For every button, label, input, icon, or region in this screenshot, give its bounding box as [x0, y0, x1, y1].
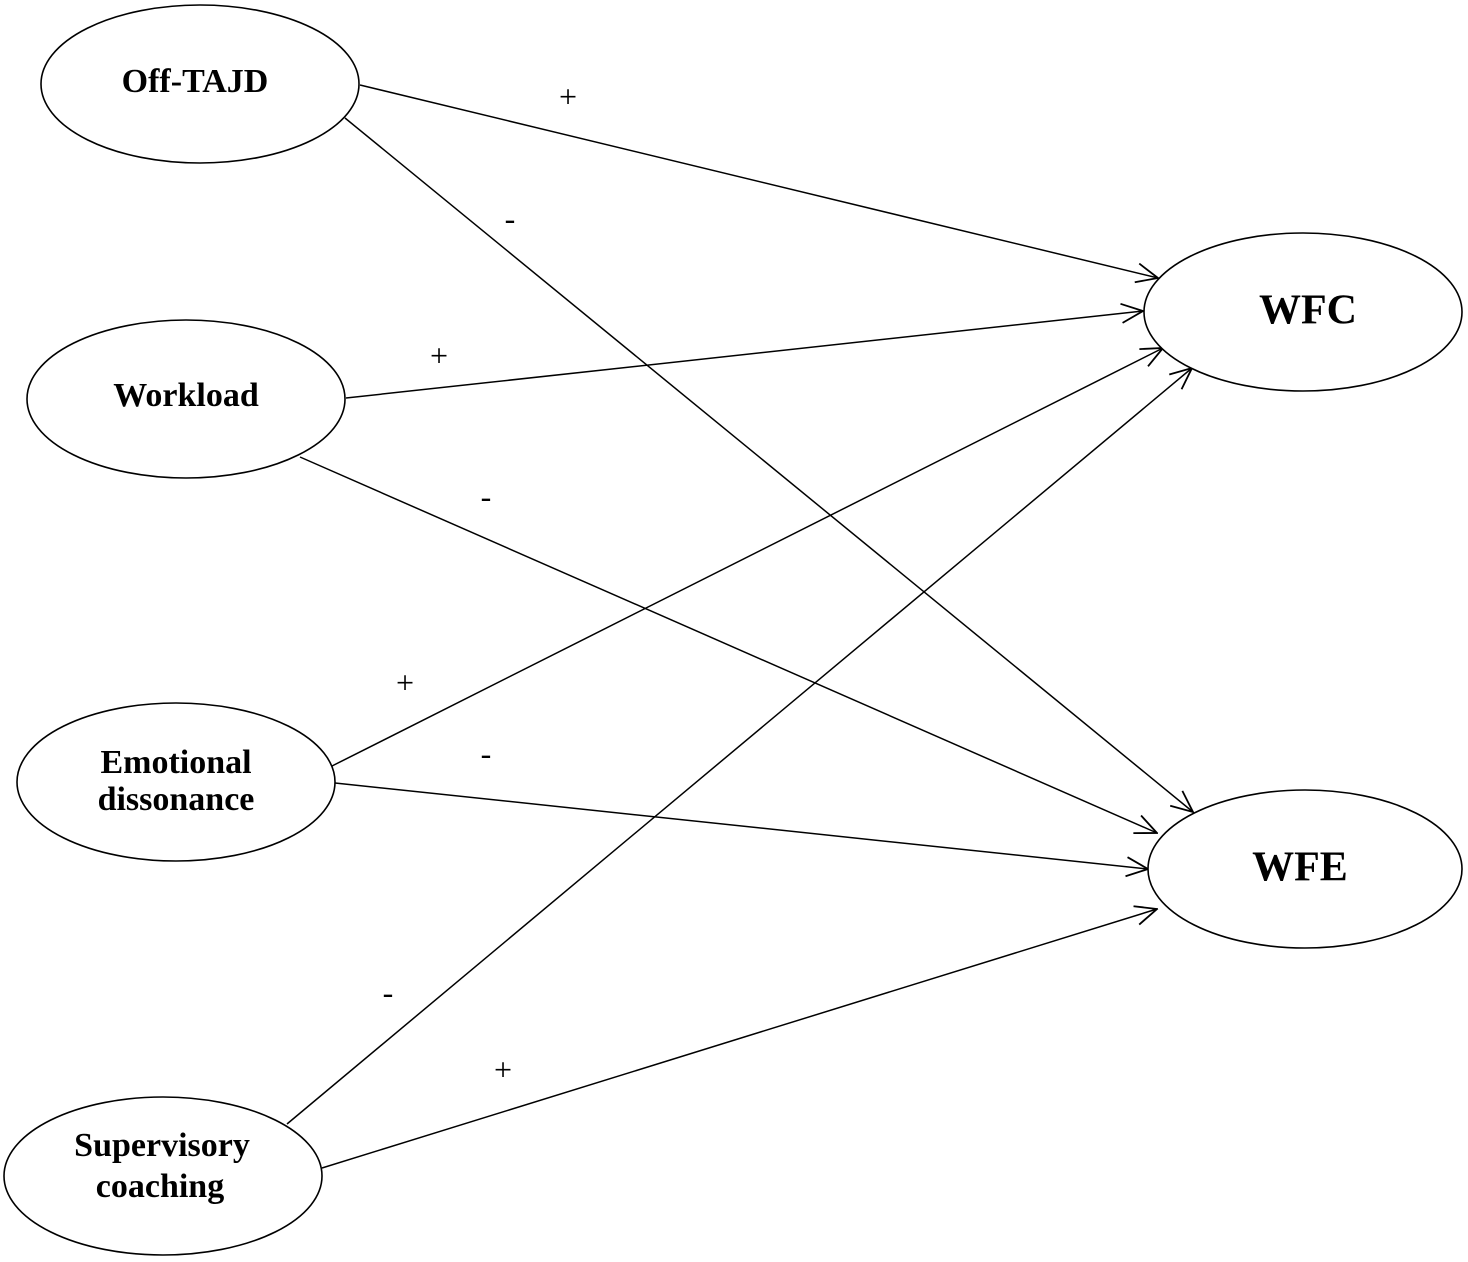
sign-workload-wfe: - [481, 478, 492, 514]
edge-workload-to-wfc [345, 311, 1143, 399]
edge-emotional-dissonance-to-wfe [334, 782, 1148, 869]
node-wfe-label: WFE [1252, 845, 1348, 891]
edges-group [286, 84, 1193, 1169]
edge-off-tajd-to-wfe [344, 117, 1193, 812]
node-wfe-ellipse [1147, 789, 1463, 949]
node-supervisory-coaching-ellipse [3, 1096, 323, 1256]
node-off-tajd: Off-TAJD [40, 4, 360, 164]
sign-off-tajd-wfe: - [505, 200, 516, 236]
node-emotional-dissonance: Emotional dissonance [16, 702, 336, 862]
edge-off-tajd-to-wfc [359, 84, 1158, 278]
edge-supervisory-coaching-to-wfc [286, 368, 1192, 1125]
sign-labels-group: + - + - + - - + [383, 78, 577, 1087]
sign-workload-wfc: + [430, 337, 448, 373]
node-emotional-dissonance-ellipse [16, 702, 336, 862]
node-supervisory-coaching-label-line2: coaching [96, 1168, 224, 1205]
node-wfc-ellipse [1143, 232, 1463, 392]
edge-workload-to-wfe [299, 456, 1157, 833]
sign-supervisory-coaching-wfc: - [383, 974, 394, 1010]
edge-supervisory-coaching-to-wfe [321, 909, 1157, 1169]
node-emotional-dissonance-label-line2: dissonance [98, 781, 255, 818]
node-wfe: WFE [1147, 789, 1463, 949]
node-off-tajd-label: Off-TAJD [122, 63, 269, 100]
node-workload-ellipse [26, 319, 346, 479]
node-wfc-label: WFC [1259, 288, 1357, 334]
node-workload-label: Workload [113, 377, 259, 414]
node-supervisory-coaching: Supervisory coaching [3, 1096, 323, 1256]
node-off-tajd-ellipse [40, 4, 360, 164]
sign-emotional-dissonance-wfc: + [396, 664, 414, 700]
node-wfc: WFC [1143, 232, 1463, 392]
node-supervisory-coaching-label-line1: Supervisory [74, 1127, 250, 1164]
edge-emotional-dissonance-to-wfc [331, 348, 1163, 767]
node-emotional-dissonance-label-line1: Emotional [100, 744, 251, 781]
sign-off-tajd-wfc: + [559, 78, 577, 114]
sign-supervisory-coaching-wfe: + [494, 1051, 512, 1087]
sign-emotional-dissonance-wfe: - [481, 735, 492, 771]
node-workload: Workload [26, 319, 346, 479]
